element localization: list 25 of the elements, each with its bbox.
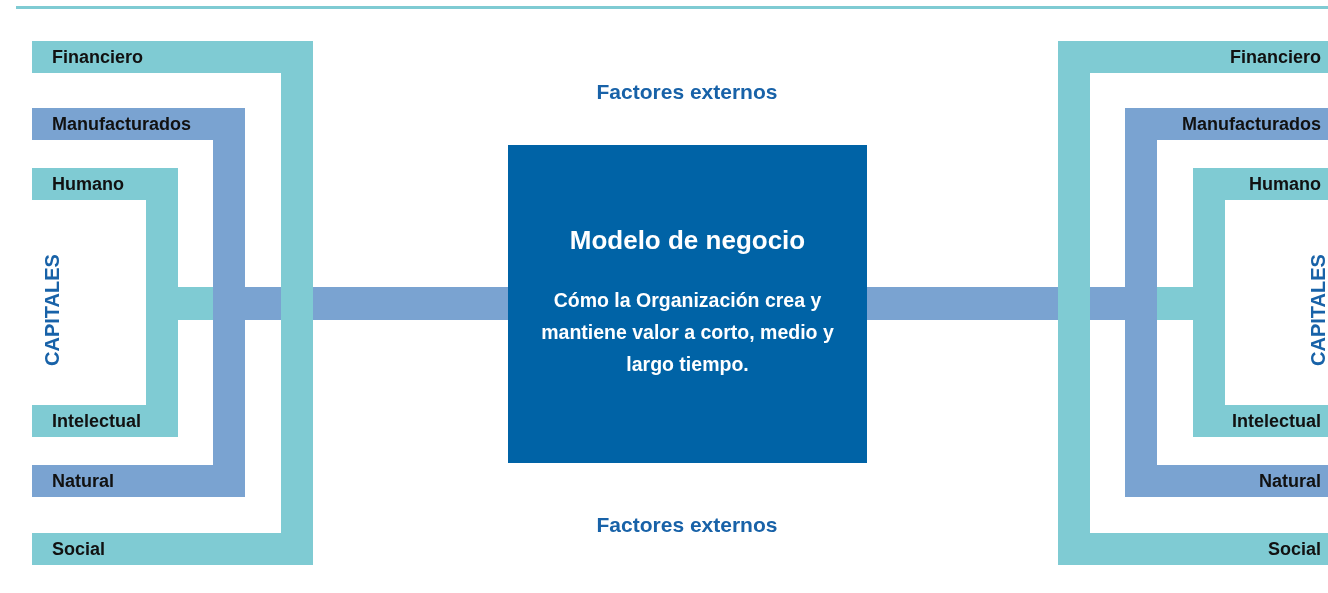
capital-label: Social: [52, 538, 106, 561]
capital-label: Financiero: [52, 46, 144, 69]
connector-bar: [1090, 287, 1125, 320]
connector-bar: [245, 287, 281, 320]
business-model-box: [508, 145, 867, 463]
heading-label: Factores externos: [596, 80, 778, 104]
connector-bar: [1157, 287, 1193, 320]
connector-bar: [313, 287, 508, 320]
vertical-heading: CAPITALES: [1306, 254, 1328, 366]
capital-label: Social: [1267, 538, 1321, 561]
connector-bar: [867, 287, 1058, 320]
capital-label: Financiero: [1229, 46, 1321, 69]
heading-label: Factores externos: [596, 513, 778, 537]
connector-bar: [178, 287, 213, 320]
capital-label: Natural: [1259, 470, 1321, 493]
capital-label: Intelectual: [52, 410, 142, 433]
capital-label: Natural: [52, 470, 114, 493]
box-description: Cómo la Organización crea y mantiene valor a corto, medio y largo tiempo.: [540, 288, 835, 377]
vertical-heading: CAPITALES: [40, 254, 64, 366]
capital-label: Humano: [52, 173, 124, 196]
capital-label: Manufacturados: [52, 113, 192, 136]
capital-label: Intelectual: [1231, 410, 1321, 433]
capital-label: Manufacturados: [1181, 113, 1321, 136]
capital-label: Humano: [1249, 173, 1321, 196]
box-title: Modelo de negocio: [569, 225, 806, 256]
